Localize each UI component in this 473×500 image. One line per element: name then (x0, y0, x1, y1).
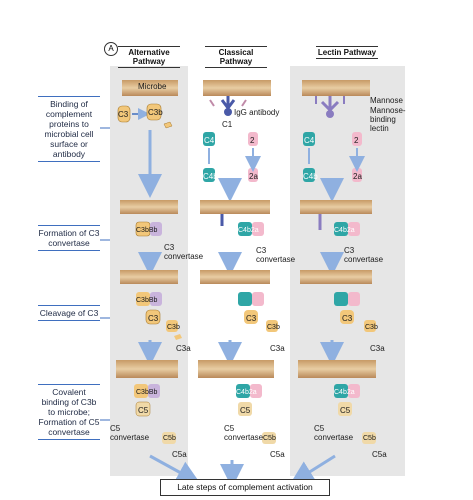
c5b-label-alt: C5b (163, 435, 176, 442)
microbe-label: Microbe (138, 82, 167, 91)
c4b2a-label-classical-row2: C4b2a (238, 227, 259, 234)
c3-label-lectin-row3: C3 (342, 314, 353, 323)
c3bbb-label-row2: C3bBb (136, 227, 158, 234)
alt-row1-proteins (117, 103, 173, 129)
c2a-label-classical: 2a (249, 172, 258, 181)
c5-convertase-lectin: C5 convertase (314, 424, 354, 442)
igg-label: IgG antibody (234, 108, 280, 117)
step-connectors (100, 127, 110, 421)
c3b-label-alt-row3: C3b (167, 324, 180, 331)
c5-convertase-classical: C5 convertase (224, 424, 264, 442)
membrane-row3 (120, 270, 372, 284)
c4b-label-classical: C4b (203, 172, 218, 181)
c3a-label-lectin: C3a (370, 344, 385, 353)
step-label-formation-c3: Formation of C3 convertase (38, 225, 100, 251)
c4-label-lectin: C4 (304, 136, 315, 145)
column-header-classical: Classical Pathway (205, 46, 267, 68)
c3-label-alt-row3: C3 (148, 314, 159, 323)
mbl-label: Mannose-binding lectin (370, 106, 406, 133)
membrane-row4 (116, 360, 376, 378)
c3-label: C3 (118, 110, 129, 119)
lectin-row1-proteins (303, 96, 362, 182)
c4b2a-label-classical-row4: C4b2a (236, 389, 257, 396)
step-label-binding: Binding of complement proteins to microb… (38, 96, 100, 162)
c4b-label-lectin: C4b (303, 172, 318, 181)
c5b-label-lectin: C5b (363, 435, 376, 442)
step-label-cleavage: Cleavage of C3 (38, 305, 100, 321)
row4-complexes (134, 384, 376, 444)
c5a-label-lectin: C5a (372, 450, 387, 459)
step-label-covalent: Covalent binding of C3b to microbe; Form… (38, 384, 100, 440)
c5-label-classical: C5 (240, 406, 251, 415)
c2-label-classical: 2 (250, 136, 255, 145)
c5-convertase-alt: C5 convertase (110, 424, 150, 442)
c5a-label-classical: C5a (270, 450, 285, 459)
c5-label-lectin: C5 (340, 406, 351, 415)
c4b2a-label-lectin-row2: C4b2a (334, 227, 355, 234)
membrane-row2 (120, 200, 372, 214)
mannose-label: Mannose (370, 96, 403, 105)
c3-convertase-classical: C3 convertase (256, 246, 296, 264)
c3-convertase-alt: C3 convertase (164, 243, 204, 261)
panel-label: A (104, 42, 118, 56)
c3-label-classical-row3: C3 (246, 314, 257, 323)
c3b-label: C3b (148, 108, 163, 117)
c3b-label-classical-row3: C3b (267, 324, 280, 331)
classical-row1-proteins (203, 96, 258, 182)
row3-complexes (136, 292, 376, 340)
membrane-row1 (122, 80, 370, 96)
c3a-label-alt: C3a (176, 344, 191, 353)
step-arrows (138, 130, 344, 488)
c1-label: C1 (222, 120, 233, 129)
c3bbb-label-row3: C3bBb (136, 297, 158, 304)
c4-label-classical: C4 (204, 136, 215, 145)
c3-convertase-lectin: C3 convertase (344, 246, 384, 264)
c3bbb-label-row4: C3bBb (136, 389, 158, 396)
c2-label-lectin: 2 (354, 136, 359, 145)
c4b2a-label-lectin-row4: C4b2a (334, 389, 355, 396)
c3a-label-classical: C3a (270, 344, 285, 353)
c5b-label-classical: C5b (263, 435, 276, 442)
c2a-label-lectin: 2a (353, 172, 362, 181)
late-steps-box: Late steps of complement activation (160, 479, 330, 496)
c5-label-alt: C5 (138, 406, 149, 415)
c5a-label-alt: C5a (172, 450, 187, 459)
column-header-lectin: Lectin Pathway (316, 46, 378, 59)
c3b-label-lectin-row3: C3b (365, 324, 378, 331)
row2-complexes (135, 214, 360, 237)
column-header-alternative: Alternative Pathway (118, 46, 180, 68)
